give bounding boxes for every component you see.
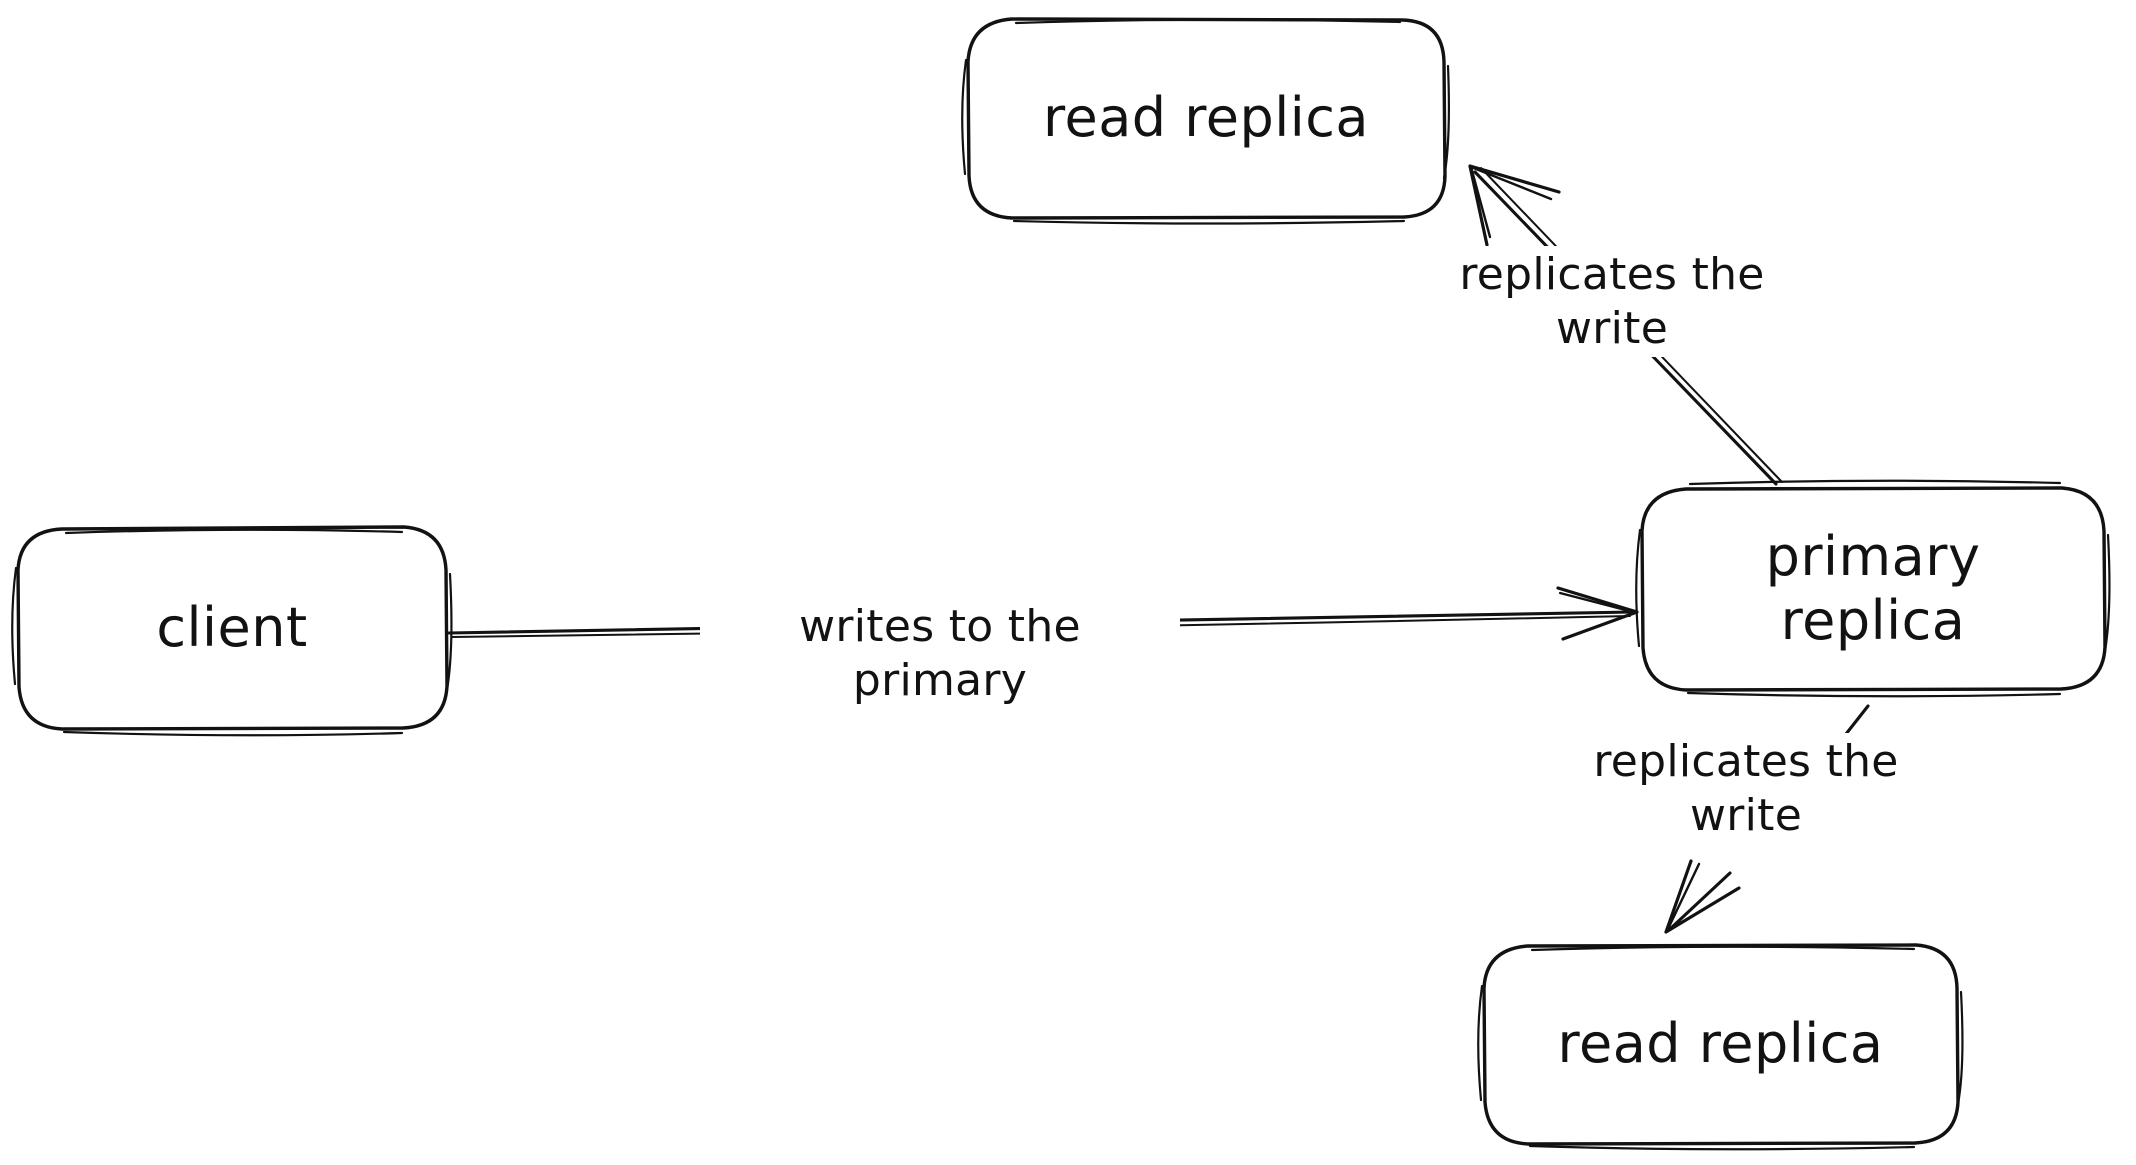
node-shape-client (11, 525, 453, 737)
edge-stroke-client-to-primary (447, 586, 1639, 641)
node-read-replica-bottom[interactable] (1483, 944, 1958, 1144)
node-shape-read-replica-bottom (1477, 943, 1964, 1151)
node-shape-read-replica-top (961, 17, 1450, 225)
node-shape-primary-replica (1635, 479, 2111, 698)
node-primary-replica[interactable] (1641, 487, 2105, 690)
edge-stroke-primary-to-bottom-replica (1664, 704, 1870, 934)
node-client[interactable] (16, 527, 448, 729)
edge-stroke-primary-to-top-replica (1468, 164, 1783, 486)
node-read-replica-top[interactable] (967, 18, 1445, 218)
